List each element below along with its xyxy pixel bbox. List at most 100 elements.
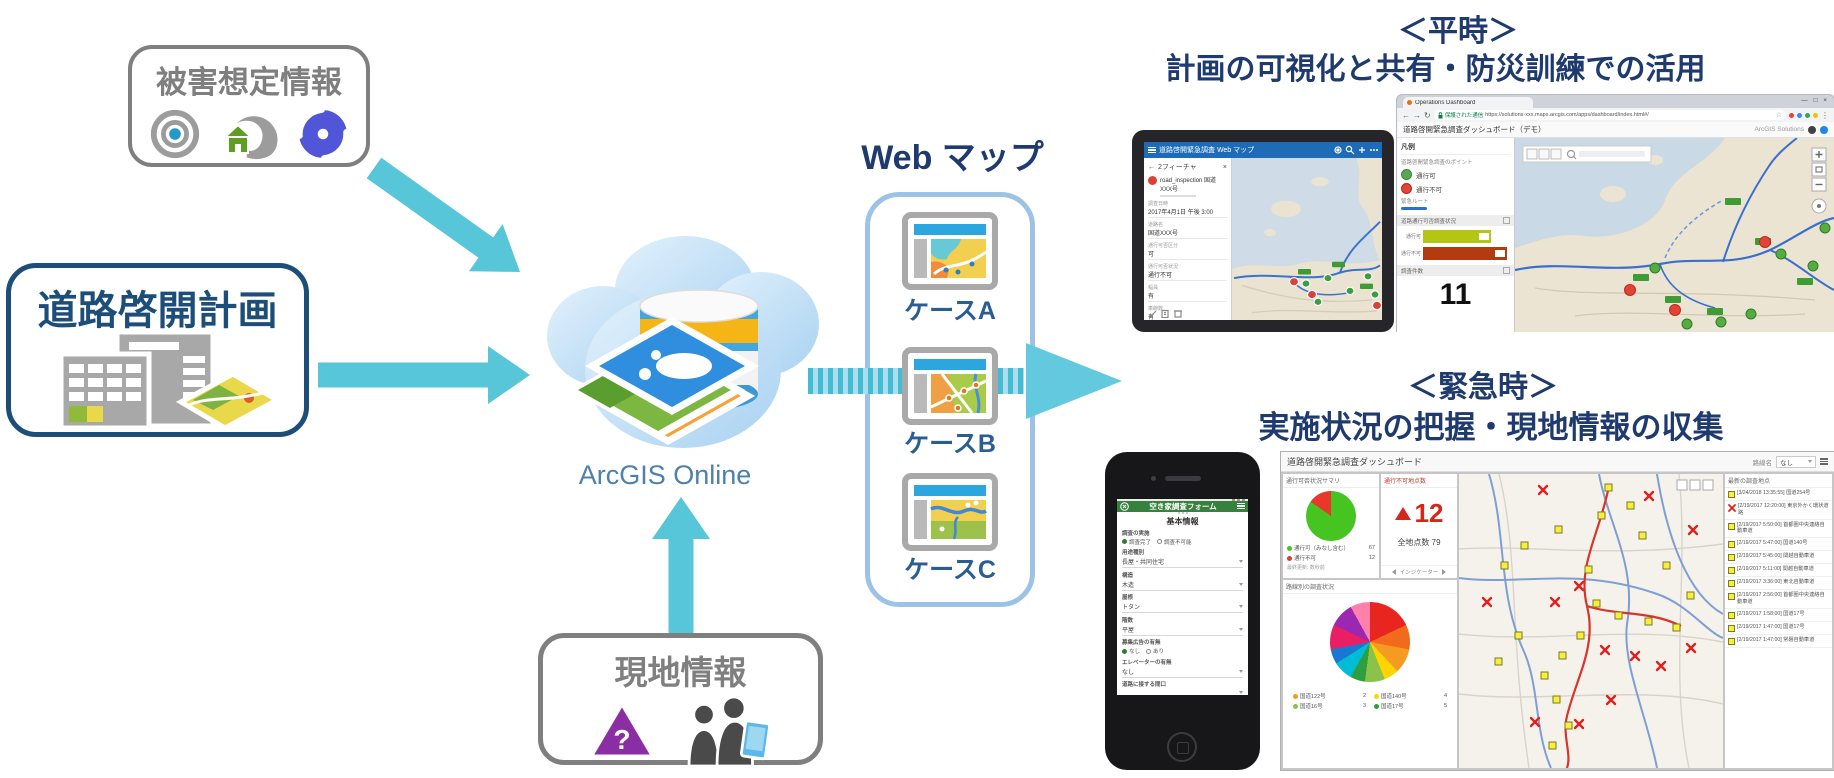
field-crew-tablet-icon — [687, 696, 771, 766]
bookmark-star-icon[interactable]: ☆ — [1775, 112, 1782, 119]
latest-item[interactable]: [2/19/2017 5:47:00] 国道140号 — [1725, 538, 1832, 551]
expand-icon[interactable] — [1503, 267, 1510, 274]
radio[interactable] — [1157, 539, 1163, 544]
forward-icon[interactable]: → — [1413, 110, 1421, 120]
phone-screenshot: 空き家調査フォーム 基本情報 調査の実施 調査完了 調査不可能 用途種別 長屋・… — [1105, 452, 1260, 770]
hazard-icons — [132, 106, 366, 162]
address-bar[interactable]: 保護された通信 https://solutions-xxx.maps.arcgi… — [1433, 110, 1786, 120]
latest-item[interactable]: [2/19/2017 5:45:00] 関越自動車道 — [1725, 551, 1832, 564]
form-field[interactable]: 募集広告の有無 なし あり — [1122, 640, 1165, 655]
dashboard-title: 道路啓開緊急調査ダッシュボード（デモ） — [1403, 125, 1546, 134]
point-ok-icon — [1728, 554, 1735, 561]
earthquake-icon — [148, 107, 202, 161]
case-c-label: ケースC — [904, 556, 996, 584]
point-ok-icon — [1728, 522, 1735, 530]
emergency-map[interactable] — [1459, 474, 1723, 768]
dropdown-caret-icon — [1239, 582, 1243, 586]
latest-item[interactable]: [2/19/2017 1:58:00] 国道17号 — [1725, 609, 1832, 622]
phone-window-bar — [1117, 499, 1248, 501]
feature-name[interactable]: road_inspection 国道XXX号 — [1160, 178, 1217, 193]
back-icon[interactable]: ← — [1148, 163, 1155, 171]
latest-item[interactable]: [2/19/2017 1:47:00] 国道17号 — [1725, 622, 1832, 635]
blocked-count-panel: 通行不可地点数 12 全地点数 79 インジケーター — [1381, 474, 1457, 578]
map-zoom-controls[interactable] — [1811, 147, 1827, 214]
latest-item[interactable]: [2/19/2017 2:56:00] 首都圏中央連絡自動車道 — [1725, 590, 1832, 609]
warning-triangle-icon — [1394, 507, 1411, 520]
radio-selected[interactable] — [1122, 648, 1127, 654]
normal-time-header: ＜平時＞ — [1398, 15, 1518, 48]
route-legend-item: 国道17号 5 — [1370, 702, 1451, 710]
form-field[interactable]: 用途種別 長屋・共同住宅 — [1122, 548, 1243, 568]
latest-item[interactable]: [2/19/2017 1:47:00] 常磐自動車道 — [1725, 635, 1832, 648]
case-b-label: ケースB — [904, 430, 996, 458]
pager-next-icon[interactable] — [1442, 569, 1447, 575]
dropdown-caret-icon — [1239, 691, 1243, 694]
form-field[interactable]: 屋根 トタン — [1122, 593, 1243, 613]
emergency-header: ＜緊急時＞ — [1408, 371, 1558, 404]
phone-screen: 空き家調査フォーム 基本情報 調査の実施 調査完了 調査不可能 用途種別 長屋・… — [1117, 499, 1248, 695]
dashboard-map[interactable] — [1515, 138, 1834, 332]
latest-title: 最新の調査地点 — [1725, 474, 1832, 488]
back-icon[interactable]: ← — [1402, 110, 1410, 120]
dropdown-caret-icon — [1239, 605, 1243, 608]
radio[interactable] — [1146, 648, 1152, 654]
point-ok-icon — [1728, 541, 1735, 548]
svg-text:?: ? — [613, 723, 630, 755]
form-field[interactable]: 道路に接する間口 — [1122, 680, 1243, 695]
form-section-title: 基本情報 — [1166, 516, 1199, 526]
menu-icon[interactable] — [1820, 457, 1828, 466]
tablet-app-header: 道路啓開緊急調査 Web マップ — [1144, 142, 1382, 158]
tablet-header-icons[interactable] — [1334, 145, 1378, 155]
webmap-case-b-icon[interactable] — [902, 347, 998, 425]
latest-item[interactable]: [2/19/2017 5:11:00] 関越自動車道 — [1725, 564, 1832, 577]
legend-item-blocked: 通行不可 — [1401, 183, 1510, 194]
feature-subtext-line — [1160, 195, 1196, 197]
webmap-case-a-icon[interactable] — [902, 212, 998, 290]
damage-info-box: 被害想定情報 — [128, 45, 370, 167]
close-icon[interactable]: × — [1222, 163, 1227, 171]
account-avatar[interactable] — [1808, 125, 1816, 134]
window-controls[interactable]: — □ × — [1801, 97, 1829, 104]
menu-icon[interactable] — [1237, 502, 1245, 511]
menu-icon[interactable] — [1148, 146, 1156, 155]
refresh-icon[interactable]: ↻ — [1424, 110, 1431, 120]
dashboard-title: 道路啓開緊急調査ダッシュボード — [1287, 457, 1423, 467]
radio-selected[interactable] — [1122, 539, 1127, 544]
form-field[interactable]: 階数 平屋 — [1122, 616, 1243, 636]
webmap-case-c-icon[interactable] — [902, 473, 998, 551]
help-icon[interactable] — [1820, 125, 1828, 134]
form-field[interactable]: 構造 木造 — [1122, 571, 1243, 591]
phone-home-button[interactable] — [1167, 732, 1197, 762]
extension-icon[interactable] — [1805, 112, 1810, 118]
extension-icon[interactable] — [1797, 112, 1802, 118]
close-circle-icon[interactable] — [1120, 501, 1129, 511]
hazard-question-icon: ? — [588, 701, 655, 759]
point-ok-icon — [1728, 637, 1735, 645]
latest-item[interactable]: [2/19/2017 5:50:00] 首都圏中央連絡自動車道 — [1725, 520, 1832, 538]
point-ok-icon — [1728, 611, 1735, 619]
form-field[interactable]: 調査の実施 調査完了 調査不可能 — [1122, 530, 1192, 546]
map-toolbar-icons[interactable] — [1676, 479, 1714, 491]
indicator-pager[interactable]: インジケーター — [1381, 565, 1457, 578]
expand-icon[interactable] — [1503, 217, 1510, 224]
case-a-label: ケースA — [904, 297, 996, 325]
latest-item[interactable]: [2/19/2017 3:36:00] 東北自動車道 — [1725, 577, 1832, 590]
field-info-box: 現地情報 ? — [538, 633, 823, 766]
latest-item[interactable]: [2/19/2017 12:20:00] 東京外かく環状道路 — [1725, 501, 1832, 520]
browser-menu-icon[interactable]: ⋮ — [1821, 110, 1829, 120]
dropdown-caret-icon — [1808, 460, 1812, 463]
tablet-map[interactable] — [1232, 158, 1382, 320]
emergency-dashboard-screenshot: 道路啓開緊急調査ダッシュボード 路線名 なし 通行可否状況サマリ 通行可（みなし… — [1281, 452, 1834, 770]
browser-tab[interactable]: Operations Dashboard — [1403, 97, 1533, 108]
map-search-box[interactable] — [1522, 145, 1652, 163]
latest-item[interactable]: [3/24/2018 13:35:55] 国道254号 — [1725, 488, 1832, 501]
legend-title: 凡例 — [1401, 142, 1510, 155]
extension-icon[interactable] — [1789, 112, 1794, 118]
feature-toolbar-icons[interactable] — [1148, 309, 1190, 318]
emergency-subheader: 実施状況の把握・現地情報の収集 — [1258, 410, 1724, 445]
form-field[interactable]: エレベーターの有無 なし — [1122, 658, 1243, 678]
route-filter-select[interactable]: なし — [1776, 455, 1816, 468]
extension-icon[interactable] — [1813, 112, 1818, 118]
point-blocked-icon — [1728, 504, 1736, 512]
pager-prev-icon[interactable] — [1391, 569, 1396, 575]
